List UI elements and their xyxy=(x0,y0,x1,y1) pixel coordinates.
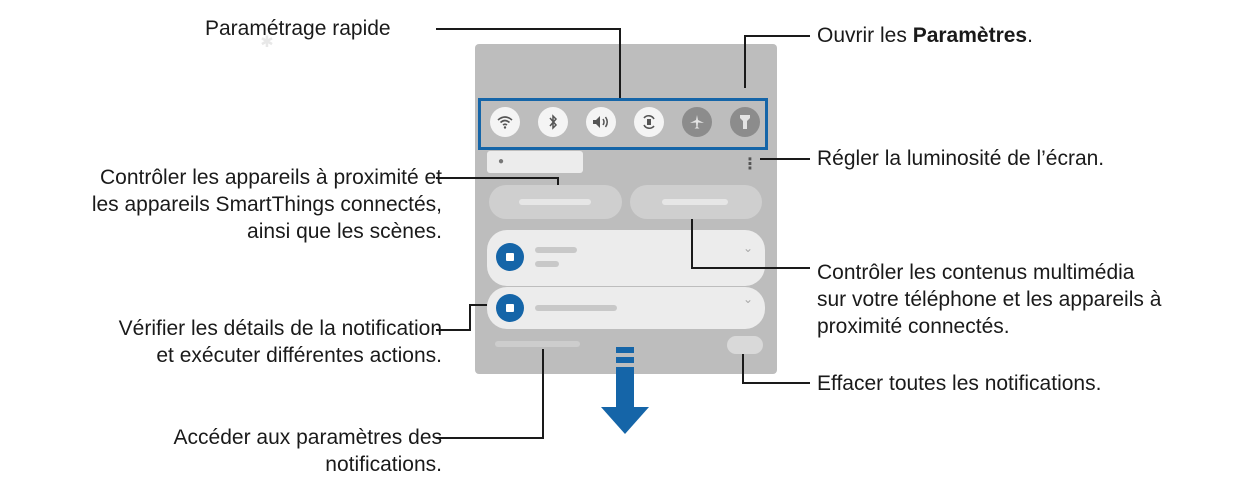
notification-line xyxy=(436,304,487,331)
brightness-icon: ● xyxy=(498,156,505,167)
notif-settings-line xyxy=(436,349,544,439)
smartthings-line xyxy=(436,177,559,185)
notification-app-icon xyxy=(496,243,524,271)
smartthings-label: Contrôler les appareils à proximité et l… xyxy=(91,166,442,243)
media-label: Contrôler les contenus multimédia sur vo… xyxy=(817,261,1162,338)
clear-all-line xyxy=(742,354,810,384)
media-output-button[interactable] xyxy=(630,185,762,219)
gear-icon[interactable]: ✱ xyxy=(260,34,274,51)
quick-settings-label: Paramétrage rapide xyxy=(205,17,391,40)
wifi-icon[interactable] xyxy=(490,107,520,137)
flashlight-icon[interactable] xyxy=(730,107,760,137)
notification-label: Vérifier les détails de la notification … xyxy=(118,317,442,367)
swipe-down-arrow xyxy=(601,347,649,434)
notification-card[interactable]: ⌄ xyxy=(487,230,765,286)
airplane-mode-icon[interactable] xyxy=(682,107,712,137)
quick-settings-highlight xyxy=(478,98,768,150)
more-options-icon[interactable]: ⋮ xyxy=(742,156,758,173)
clear-all-label: Effacer toutes les notifications. xyxy=(817,372,1102,395)
open-settings-label: Ouvrir les Paramètres. xyxy=(817,24,1033,47)
notif-settings-label: Accéder aux paramètres des notifications… xyxy=(173,426,442,476)
quick-settings-line xyxy=(436,28,621,98)
chevron-down-icon[interactable]: ⌄ xyxy=(742,241,753,255)
clear-all-button[interactable] xyxy=(727,336,763,354)
usb-notification-icon xyxy=(496,294,524,322)
settings-line xyxy=(744,35,810,88)
notification-settings-link[interactable] xyxy=(495,341,580,347)
media-line xyxy=(691,219,810,269)
auto-rotate-icon[interactable] xyxy=(634,107,664,137)
smartthings-button[interactable] xyxy=(489,185,622,219)
sound-icon[interactable] xyxy=(586,107,616,137)
brightness-label: Régler la luminosité de l’écran. xyxy=(817,147,1105,170)
chevron-down-icon[interactable]: ⌄ xyxy=(742,292,753,306)
bluetooth-icon[interactable] xyxy=(538,107,568,137)
notification-card[interactable]: ⌄ xyxy=(487,287,765,329)
brightness-slider[interactable] xyxy=(487,151,583,173)
